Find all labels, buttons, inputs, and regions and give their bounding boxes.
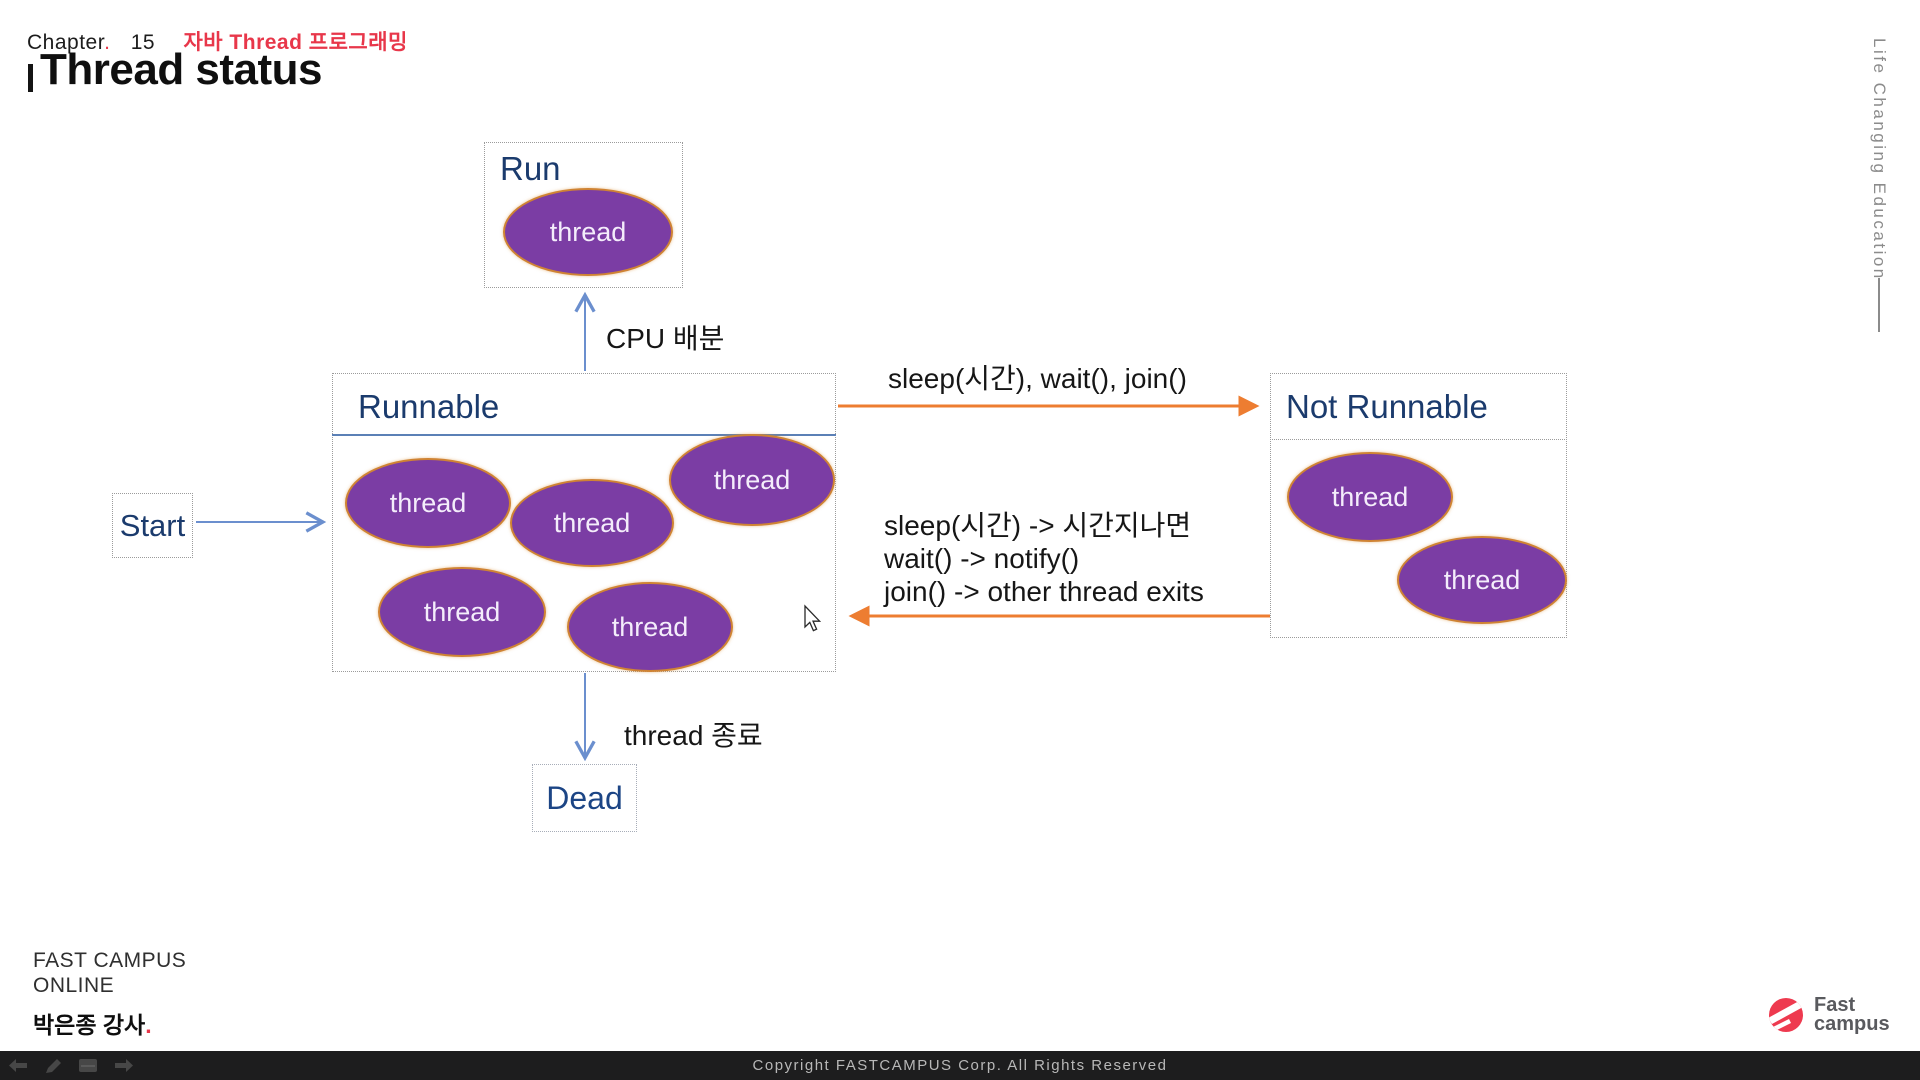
dead-state-box: Dead [532,764,637,832]
thread-end-label: thread 종료 [624,720,763,751]
bottom-bar: Copyright FASTCAMPUS Corp. All Rights Re… [0,1051,1920,1080]
vertical-slogan-dash [1878,278,1880,332]
title-accent-bar [28,64,33,92]
dead-state-label: Dead [546,779,623,816]
page-title: Thread status [40,45,323,94]
fastcampus-logo: Fast campus [1768,994,1890,1035]
vertical-slogan: Life Changing Education [1870,38,1889,281]
slide-toolbar [8,1051,134,1080]
run-state-box [484,142,683,288]
chapter-subtitle: 자바 Thread 프로그래밍 [183,31,408,54]
thread-ellipse-run: thread [503,188,673,276]
footer-brand: FAST CAMPUS ONLINE [33,948,186,998]
start-state-box: Start [112,493,193,558]
start-state-label: Start [119,507,186,543]
not-runnable-header-divider [1270,439,1567,440]
copyright-text: Copyright FASTCAMPUS Corp. All Rights Re… [752,1057,1168,1074]
forward-arrow-icon[interactable] [114,1058,134,1073]
slide-frame-icon[interactable] [79,1059,97,1072]
pencil-icon[interactable] [45,1058,62,1074]
not-runnable-state-label: Not Runnable [1286,388,1488,425]
cpu-allocation-label: CPU 배분 [606,323,725,354]
return-condition-wait: wait() -> notify() [884,543,1080,574]
return-conditions-label: sleep(시간) -> 시간지나면 wait() -> notify() jo… [884,509,1204,608]
return-condition-sleep: sleep(시간) -> 시간지나면 [884,510,1192,541]
thread-ellipse-runnable-5: thread [567,582,733,672]
runnable-header-divider [332,434,836,436]
thread-ellipse-runnable-2: thread [510,479,674,567]
fastcampus-logo-icon [1769,998,1803,1032]
runnable-state-label: Runnable [358,388,500,425]
chapter-label: Chapter. [27,31,111,54]
thread-ellipse-notrunnable-1: thread [1287,452,1453,542]
to-not-runnable-label: sleep(시간), wait(), join() [888,363,1187,394]
fastcampus-logo-text: Fast campus [1814,994,1890,1035]
instructor-name: 박은종 강사. [33,1012,152,1038]
back-arrow-icon[interactable] [8,1058,28,1073]
footer-brand-line1: FAST CAMPUS [33,949,187,972]
not-runnable-state-box [1270,373,1567,638]
thread-ellipse-notrunnable-2: thread [1397,536,1567,624]
chapter-number: 15 [130,31,156,54]
run-state-label: Run [500,150,561,187]
footer-brand-line2: ONLINE [33,974,115,997]
thread-ellipse-runnable-4: thread [378,567,546,657]
thread-ellipse-runnable-1: thread [345,458,511,548]
runnable-state-box [332,373,836,672]
chapter-line: Chapter. 15 자바 Thread 프로그래밍 [27,26,408,56]
return-condition-join: join() -> other thread exits [884,576,1204,607]
thread-ellipse-runnable-3: thread [669,434,835,526]
